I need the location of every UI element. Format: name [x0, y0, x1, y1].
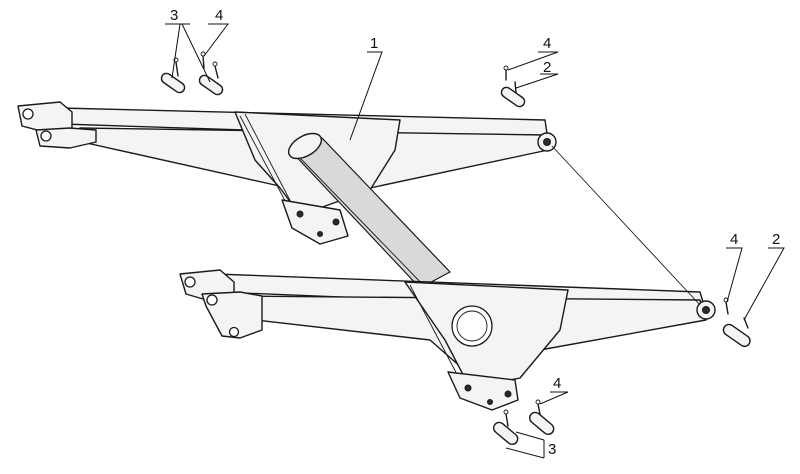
top-clevis-hole-a: [22, 108, 34, 120]
bottom-plate-edge: [409, 284, 461, 381]
cotter-left-a-eye: [173, 57, 179, 63]
leader-2-right-upper: [515, 73, 559, 89]
leader-4-bottom: [539, 391, 569, 405]
bottom-clevis-hole-a: [184, 276, 196, 288]
pin-bottom-a: [492, 421, 519, 446]
cotter-bottom-a-eye: [503, 409, 509, 415]
top-arm-left-lug: [35, 127, 97, 149]
cotter-left-a: [175, 61, 179, 77]
callout-pin-right-lower: 2: [772, 231, 780, 248]
pin-right-upper: [500, 86, 526, 108]
callout-cotter-bottom: 4: [553, 375, 561, 392]
cross-tube: [287, 132, 451, 291]
pivot-axis-line: [551, 145, 701, 306]
cross-tube-end: [287, 132, 323, 160]
leader-3-left-a: [171, 23, 181, 79]
callout-cotter-right-lower: 4: [730, 231, 738, 248]
leader-4-right-lower: [726, 247, 743, 303]
callout-pin-right-upper: 2: [543, 59, 551, 76]
bottom-bracket-bolt-b: [504, 390, 512, 398]
top-plate-edge-2: [244, 113, 297, 213]
bottom-arm: [179, 269, 716, 411]
bottom-arm-left-lug: [201, 291, 263, 339]
cotter-right-upper-a-eye: [503, 65, 509, 71]
bottom-bracket-bolt-a: [464, 384, 472, 392]
cotter-bottom-a: [505, 413, 509, 427]
leader-1: [349, 51, 383, 141]
callout-frame: 1: [370, 35, 378, 52]
bottom-lower-bracket: [447, 371, 519, 411]
pin-left-upper-b: [198, 74, 224, 96]
leader-2-right-lower: [743, 247, 785, 321]
leader-4-right-upper: [507, 51, 559, 71]
callout-cotter-left-upper: 4: [215, 7, 223, 24]
cotter-left-c-eye: [212, 61, 218, 67]
cotter-right-upper-b: [514, 81, 517, 93]
pin-left-upper-a: [160, 72, 186, 94]
bottom-clevis-hole-c: [228, 326, 240, 338]
cotter-left-c: [214, 65, 219, 79]
leader-lines: [165, 23, 785, 459]
callout-pin-bottom: 3: [548, 441, 556, 458]
cross-tube-highlight: [299, 157, 429, 291]
leader-3-left-b: [181, 23, 211, 83]
cotter-bottom-b: [537, 403, 541, 415]
bottom-tube-opening: [451, 305, 493, 347]
callout-cotter-right-upper: 4: [543, 35, 551, 52]
callout-pin-left-upper: 3: [170, 7, 178, 24]
pin-bottom-b: [528, 411, 555, 436]
leader-3-bottom-a: [515, 431, 545, 441]
cotter-left-b: [202, 55, 205, 69]
top-bracket-bolt-b: [332, 218, 340, 226]
pin-right-lower: [722, 323, 751, 348]
top-arm: [17, 101, 557, 245]
leader-4-left: [203, 23, 229, 57]
leader-3-bottom-b: [505, 447, 545, 459]
callout-labels: 1 3 4 4 2 4 2 4 3: [170, 7, 780, 458]
bottom-tube-opening-inner: [456, 310, 488, 342]
cotter-bottom-b-eye: [535, 399, 541, 405]
top-plate-edge: [239, 115, 291, 211]
loose-parts: [160, 51, 751, 446]
top-clevis-hole-b: [40, 130, 52, 142]
bottom-bracket-bolt-c: [487, 399, 493, 405]
cotter-right-lower: [725, 301, 729, 315]
bottom-clevis-hole-b: [206, 294, 218, 306]
top-bracket-bolt-a: [296, 210, 304, 218]
top-bracket-bolt-c: [317, 231, 323, 237]
top-pivot-bolt: [543, 138, 551, 146]
bottom-pivot-bolt: [702, 306, 710, 314]
